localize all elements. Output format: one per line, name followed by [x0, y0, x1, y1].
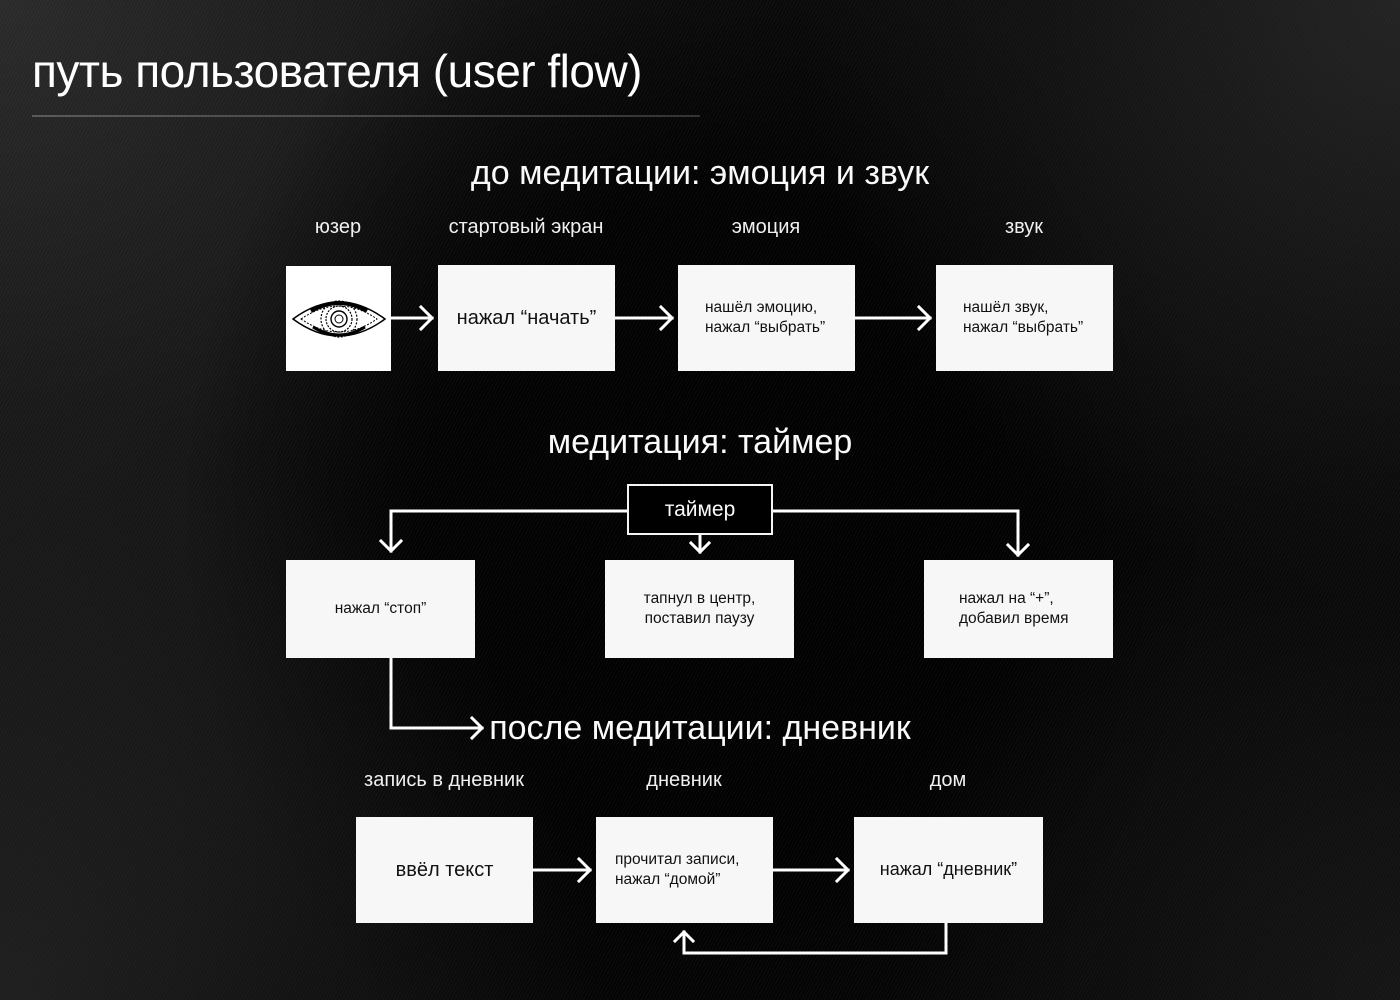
- timer-node: таймер: [627, 484, 773, 535]
- arrow-home-loop-to-diary: [672, 921, 948, 955]
- home-action: нажал “дневник”: [879, 859, 1018, 880]
- timer-label: таймер: [664, 497, 736, 521]
- column-label-diary-entry: запись в дневник: [364, 769, 524, 791]
- section-title-before: до медитации: эмоция и звук: [470, 154, 930, 192]
- section-title-meditation: медитация: таймер: [547, 423, 853, 461]
- diary-entry-box: ввёл текст: [356, 817, 533, 923]
- emotion-box: нашёл эмоцию, нажал “выбрать”: [678, 265, 855, 371]
- start-screen-box: нажал “начать”: [438, 265, 615, 371]
- pause-box: тапнул в центр, поставил паузу: [605, 560, 794, 658]
- emotion-action-line-2: нажал “выбрать”: [705, 319, 826, 336]
- arrow-text-to-diary: [531, 856, 593, 884]
- pause-action-line-2: поставил паузу: [644, 610, 755, 627]
- sound-box: нашёл звук, нажал “выбрать”: [936, 265, 1113, 371]
- section-title-after: после медитации: дневник: [489, 709, 911, 747]
- arrow-emotion-to-sound: [853, 304, 933, 332]
- arrow-timer-to-stop: [378, 509, 629, 554]
- add-time-box: нажал на “+”, добавил время: [924, 560, 1113, 658]
- arrow-start-to-emotion: [613, 304, 675, 332]
- arrow-timer-to-pause: [688, 533, 712, 555]
- column-label-home: дом: [929, 769, 967, 791]
- column-label-emotion: эмоция: [731, 216, 801, 238]
- page-title: путь пользователя (user flow): [32, 45, 643, 97]
- arrow-stop-to-after: [389, 656, 485, 741]
- title-divider: [32, 115, 700, 117]
- user-node: [286, 266, 391, 371]
- home-box: нажал “дневник”: [854, 817, 1043, 923]
- diary-action-line-2: нажал “домой”: [615, 871, 721, 888]
- add-time-action-line-1: нажал на “+”,: [959, 589, 1054, 607]
- start-screen-action: нажал “начать”: [456, 307, 597, 329]
- add-time-action-line-2: добавил время: [959, 610, 1069, 627]
- arrow-timer-to-add-time: [771, 509, 1031, 558]
- arrow-diary-to-home: [771, 856, 851, 884]
- emotion-action-line-1: нашёл эмоцию,: [705, 298, 818, 316]
- column-label-user: юзер: [314, 216, 362, 238]
- column-label-start-screen: стартовый экран: [448, 216, 604, 238]
- column-label-diary: дневник: [646, 769, 722, 791]
- sound-action-line-1: нашёл звук,: [963, 298, 1049, 316]
- stop-action: нажал “стоп”: [334, 599, 427, 617]
- pause-action-line-1: тапнул в центр,: [643, 589, 756, 607]
- stop-box: нажал “стоп”: [286, 560, 475, 658]
- diary-action-line-1: прочитал записи,: [615, 850, 740, 868]
- arrow-user-to-start: [389, 304, 435, 332]
- column-label-sound: звук: [1004, 216, 1044, 238]
- eye-icon: [291, 299, 386, 338]
- sound-action-line-2: нажал “выбрать”: [963, 319, 1084, 336]
- diary-entry-action: ввёл текст: [395, 859, 494, 881]
- diary-box: прочитал записи, нажал “домой”: [596, 817, 773, 923]
